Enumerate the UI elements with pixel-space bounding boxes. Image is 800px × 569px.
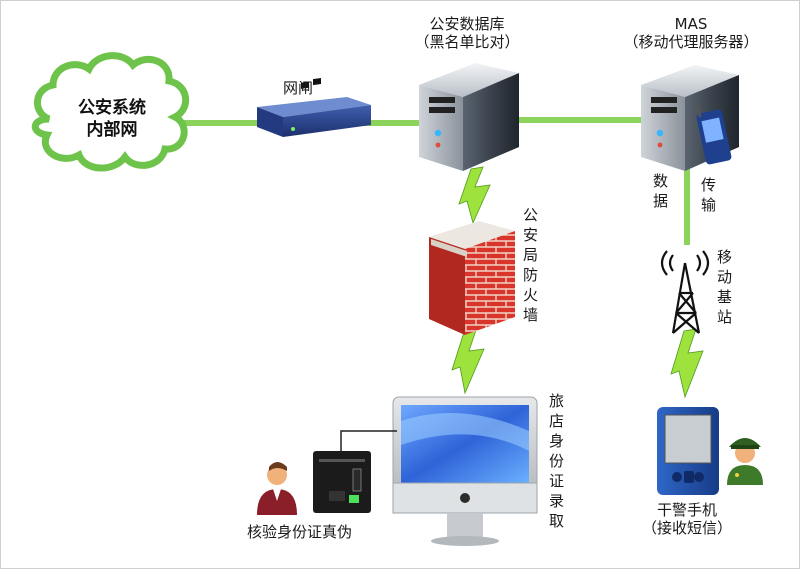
id-verifier-label: 核验身份证真伪 (247, 523, 353, 541)
lightning-icon (670, 328, 704, 399)
gateway-label: 网闸 (283, 79, 314, 97)
id-card-reader-icon (313, 451, 371, 513)
mas-label: MAS （移动代理服务器） (623, 15, 759, 51)
internal-network-label: 公安系统 内部网 (78, 98, 146, 140)
network-gateway-icon (257, 73, 371, 137)
hotel-pc-label: 旅店身份证录取 (547, 393, 565, 533)
base-station-label: 移动基站 (715, 249, 733, 329)
cloud-icon (31, 52, 189, 172)
police-officer-icon (727, 438, 763, 485)
data-transfer-label-b: 传输 (699, 177, 717, 217)
police-db-label: 公安数据库 （黑名单比对） (414, 15, 520, 51)
lightning-icon (458, 166, 491, 225)
desktop-monitor-icon (392, 396, 538, 546)
lightning-icon (451, 326, 485, 395)
data-transfer-label-a: 数据 (651, 173, 669, 213)
pda-phone-icon (657, 407, 719, 495)
server-icon (419, 63, 519, 171)
firewall-label: 公安局防火墙 (521, 207, 539, 327)
person-icon (257, 462, 297, 515)
brick-firewall-icon (429, 221, 515, 335)
server-with-phone-icon (641, 65, 739, 171)
police-phone-label: 干警手机 （接收短信） (641, 501, 732, 537)
radio-tower-icon (660, 250, 710, 334)
